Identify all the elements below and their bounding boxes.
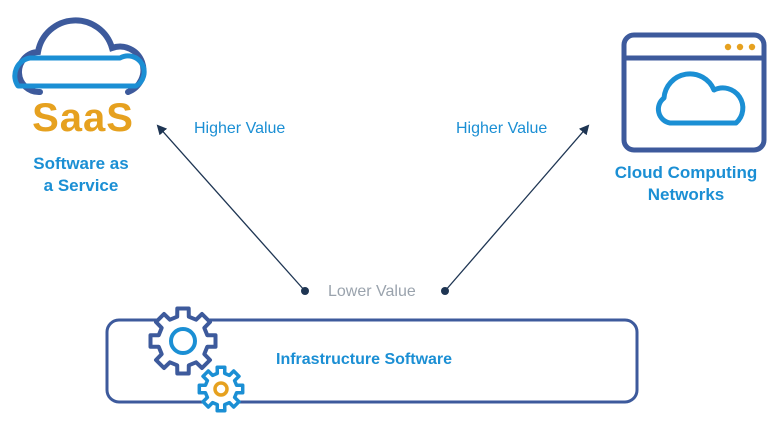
saas-description-line-2: a Service xyxy=(43,176,119,195)
saas-description: Software as a Service xyxy=(16,153,146,197)
infrastructure-box xyxy=(105,318,639,404)
higher-value-left-label: Higher Value xyxy=(194,120,286,137)
saas-acronym: SaaS xyxy=(32,96,134,140)
lower-value-label: Lower Value xyxy=(328,283,416,300)
arrow-right-higher xyxy=(444,124,590,292)
infrastructure-software-label: Infrastructure Software xyxy=(276,351,453,368)
cloud-computing-label: Cloud Computing Networks xyxy=(606,162,766,206)
saas-cloud-icon xyxy=(12,17,147,96)
saas-description-line-1: Software as xyxy=(33,154,129,173)
small-gear-icon xyxy=(197,365,245,413)
cloud-label-line-2: Networks xyxy=(647,185,725,204)
large-gear-icon xyxy=(148,306,218,376)
arrow-right-origin-dot xyxy=(441,287,449,295)
browser-window-icon xyxy=(621,32,767,153)
higher-value-right-label: Higher Value xyxy=(456,120,548,137)
browser-cloud-icon xyxy=(655,71,746,126)
arrow-left-higher xyxy=(156,124,306,292)
cloud-label-line-1: Cloud Computing xyxy=(614,163,758,182)
arrow-left-origin-dot xyxy=(301,287,309,295)
